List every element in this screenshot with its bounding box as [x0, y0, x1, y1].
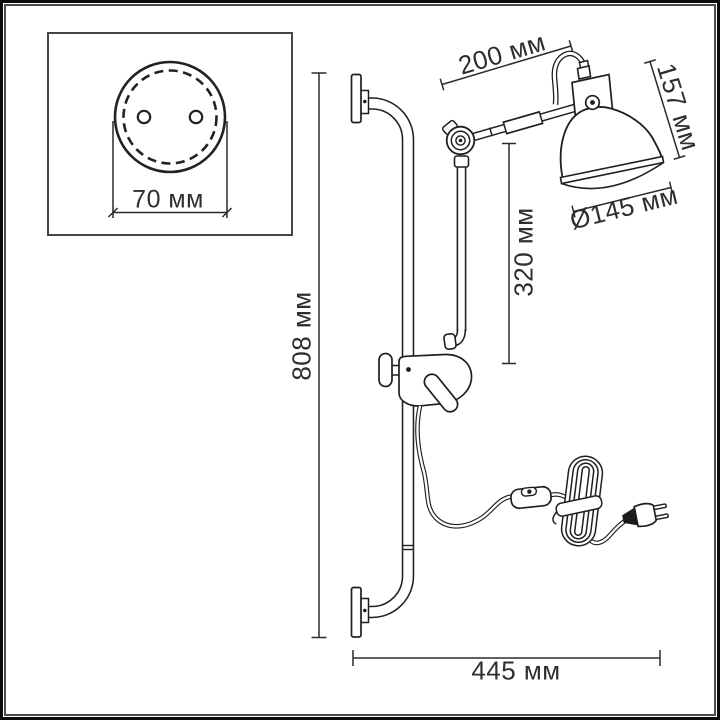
mounting-plate-front-view — [113, 60, 227, 174]
clamp-lever — [423, 373, 459, 413]
slider-clamp — [378, 352, 473, 413]
dim-line-bar-height — [311, 72, 327, 639]
dimension-label-bar-height: 808 мм — [286, 291, 317, 381]
dim-line-hole-spacing — [107, 121, 233, 218]
mount-plate-inset-box — [47, 32, 293, 236]
top-mounting-plate — [350, 73, 370, 124]
slider-knob — [378, 352, 393, 388]
dimension-label-hole-spacing: 70 мм — [132, 185, 204, 214]
gooseneck-wire — [551, 50, 587, 105]
power-plug — [622, 502, 669, 528]
lower-arm — [443, 155, 470, 351]
bottom-mounting-plate — [350, 586, 370, 638]
elbow-joint — [442, 119, 476, 156]
dim-line-head-height — [644, 59, 686, 160]
dim-line-base-width — [352, 650, 661, 666]
lamp-shade — [559, 106, 665, 190]
dimension-label-forearm-length: 320 мм — [508, 207, 539, 297]
cord-switch — [510, 485, 552, 510]
dim-line-forearm-length — [502, 142, 516, 365]
dim-line-arm-length — [439, 40, 574, 91]
upper-arm — [461, 98, 594, 145]
cord-tie-wrap — [552, 495, 603, 525]
dim-line-shade-diameter — [571, 181, 674, 218]
dimension-label-base-width: 445 мм — [471, 655, 561, 686]
pivot-screw — [584, 94, 601, 111]
